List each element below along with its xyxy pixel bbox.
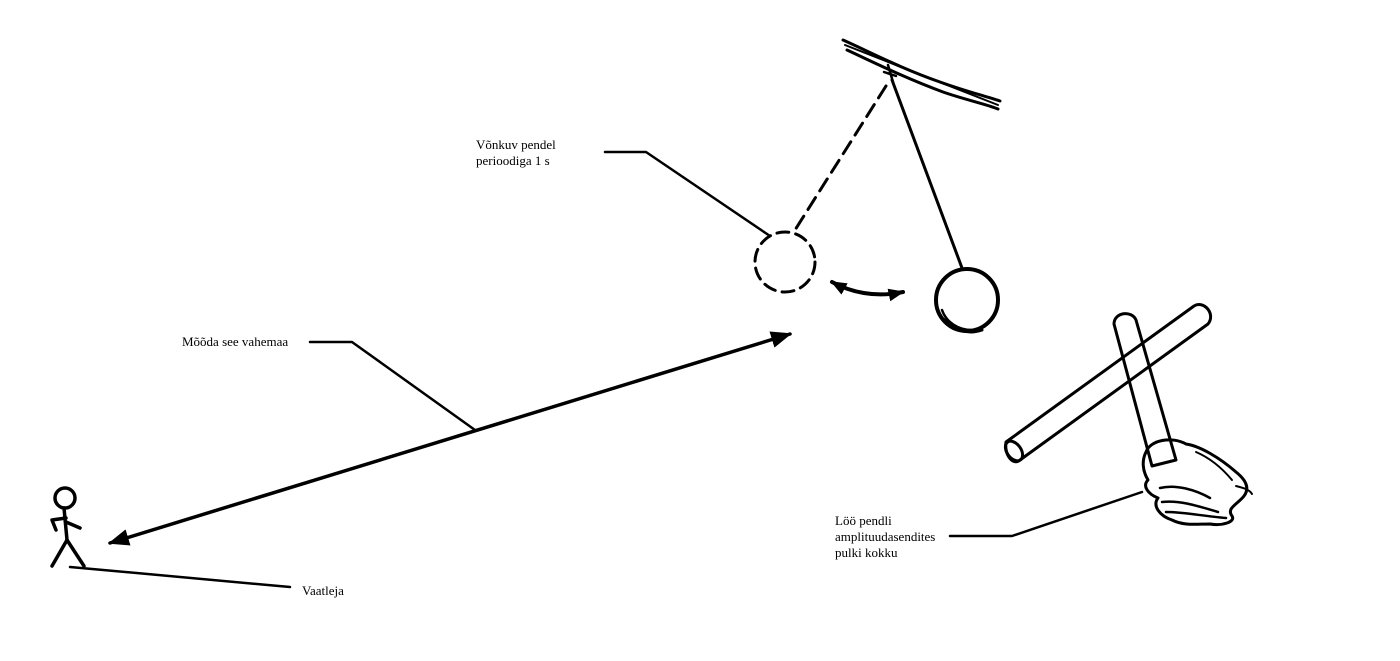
- pendulum-leader: [603, 150, 772, 238]
- pendulum-icon: [890, 78, 1000, 334]
- distance-label: Mõõda see vahemaa: [182, 334, 289, 349]
- stick-figure-icon: [50, 486, 86, 568]
- pendulum-support: [841, 38, 1002, 111]
- observer-leader: [68, 565, 292, 589]
- pendulum-label-line2: perioodiga 1 s: [476, 153, 550, 168]
- distance-arrow: [107, 331, 793, 546]
- hand-with-sticks-icon: [1003, 303, 1253, 526]
- pendulum-label-line1: Võnkuv pendel: [476, 137, 556, 152]
- sticks-leader: [948, 490, 1144, 538]
- sticks-label-line3: pulki kokku: [835, 545, 898, 560]
- distance-leader: [308, 340, 477, 432]
- observer-label: Vaatleja: [302, 583, 344, 598]
- sticks-label-line1: Löö pendli: [835, 513, 892, 528]
- pendulum-ghost: [753, 84, 888, 294]
- swing-arrow: [830, 280, 905, 302]
- sticks-label-line2: amplituudasendites: [835, 529, 936, 544]
